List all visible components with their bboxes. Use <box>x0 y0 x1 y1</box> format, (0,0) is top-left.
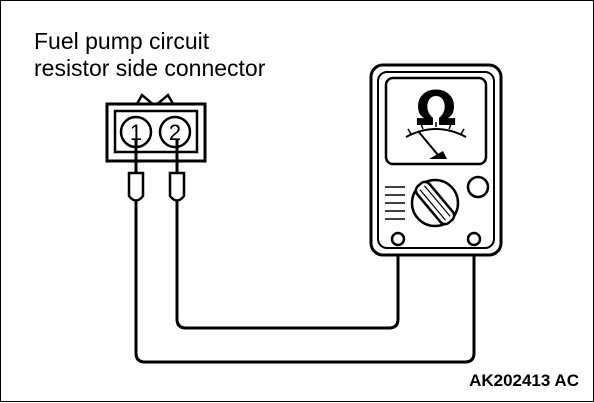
probe-tip-2 <box>168 171 186 202</box>
connector-pin-2 <box>158 115 192 149</box>
meter-display <box>384 76 488 166</box>
wire-pin1-to-meter-right <box>134 201 476 364</box>
zero-adjust-knob <box>466 175 490 199</box>
title-line-1: Fuel pump circuit <box>34 28 210 54</box>
needle-pivot <box>429 151 447 159</box>
wire-pin2-to-meter-left <box>175 201 400 330</box>
meter-terminal-right <box>466 231 482 247</box>
scale-tick-2 <box>420 123 424 130</box>
connector: 1 2 <box>105 93 207 163</box>
probe-tip-1 <box>127 171 145 202</box>
scale-tick-1 <box>407 128 412 135</box>
scale-tick-5 <box>460 128 465 135</box>
meter-terminal-left <box>390 231 406 247</box>
ohmmeter: Ω <box>369 63 503 257</box>
meter-scale-arc <box>405 128 467 138</box>
diagram-title: Fuel pump circuit resistor side connecto… <box>34 28 265 82</box>
pin-1-label: 1 <box>130 120 142 145</box>
scale-tick-4 <box>448 123 452 130</box>
figure-code: AK202413 AC <box>469 371 579 390</box>
title-line-2: resistor side connector <box>34 55 266 81</box>
pin-2-label: 2 <box>169 120 181 145</box>
meter-needle <box>417 130 439 156</box>
range-selector-knob <box>414 180 456 226</box>
